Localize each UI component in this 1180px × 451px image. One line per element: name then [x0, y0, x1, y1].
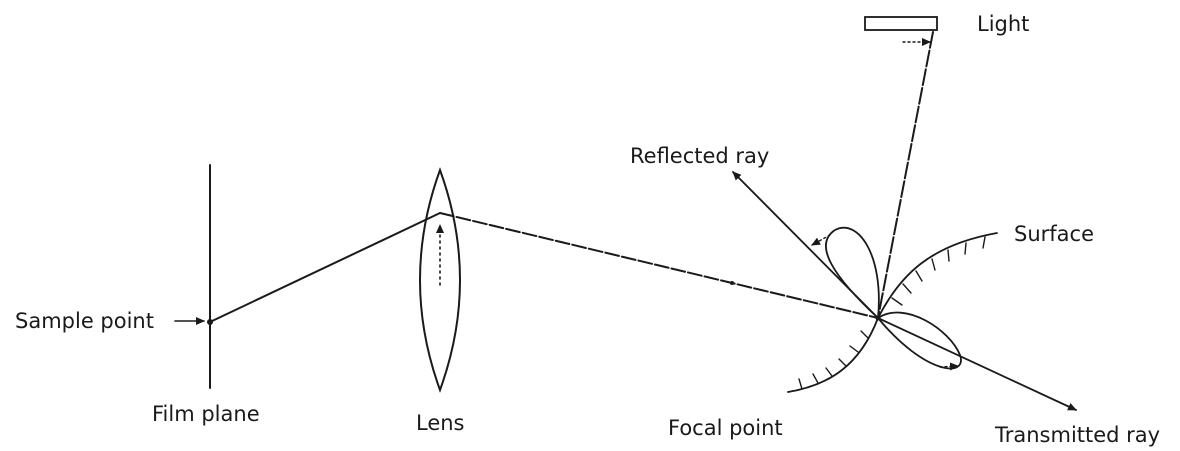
transmitted-ray-arrow	[877, 317, 1077, 411]
lens-label: Lens	[416, 411, 465, 435]
focal-point-label: Focal point	[668, 416, 783, 440]
surface-label: Surface	[1014, 222, 1095, 246]
ray-sample-to-lens	[209, 212, 441, 323]
reflection-lobe-dotted-arrow	[811, 234, 831, 246]
reflection-lobe	[825, 227, 880, 320]
lens-shape	[419, 167, 461, 393]
ray-lens-to-focal-point	[439, 212, 879, 319]
ray-midpoint-dot	[730, 281, 734, 285]
transmission-lobe	[876, 311, 962, 370]
sample-point-label: Sample point	[15, 309, 154, 333]
light-source-bar	[864, 16, 938, 31]
transmission-lobe-dotted-arrow	[939, 362, 959, 371]
transmitted-ray-label: Transmitted ray	[995, 423, 1161, 447]
surface-hatch-marks	[798, 236, 986, 390]
reflected-ray-label: Reflected ray	[630, 144, 770, 168]
light-label: Light	[977, 12, 1030, 36]
incident-ray	[877, 31, 934, 319]
focal-point-dot	[875, 315, 881, 321]
film-plane-label: Film plane	[152, 402, 260, 426]
